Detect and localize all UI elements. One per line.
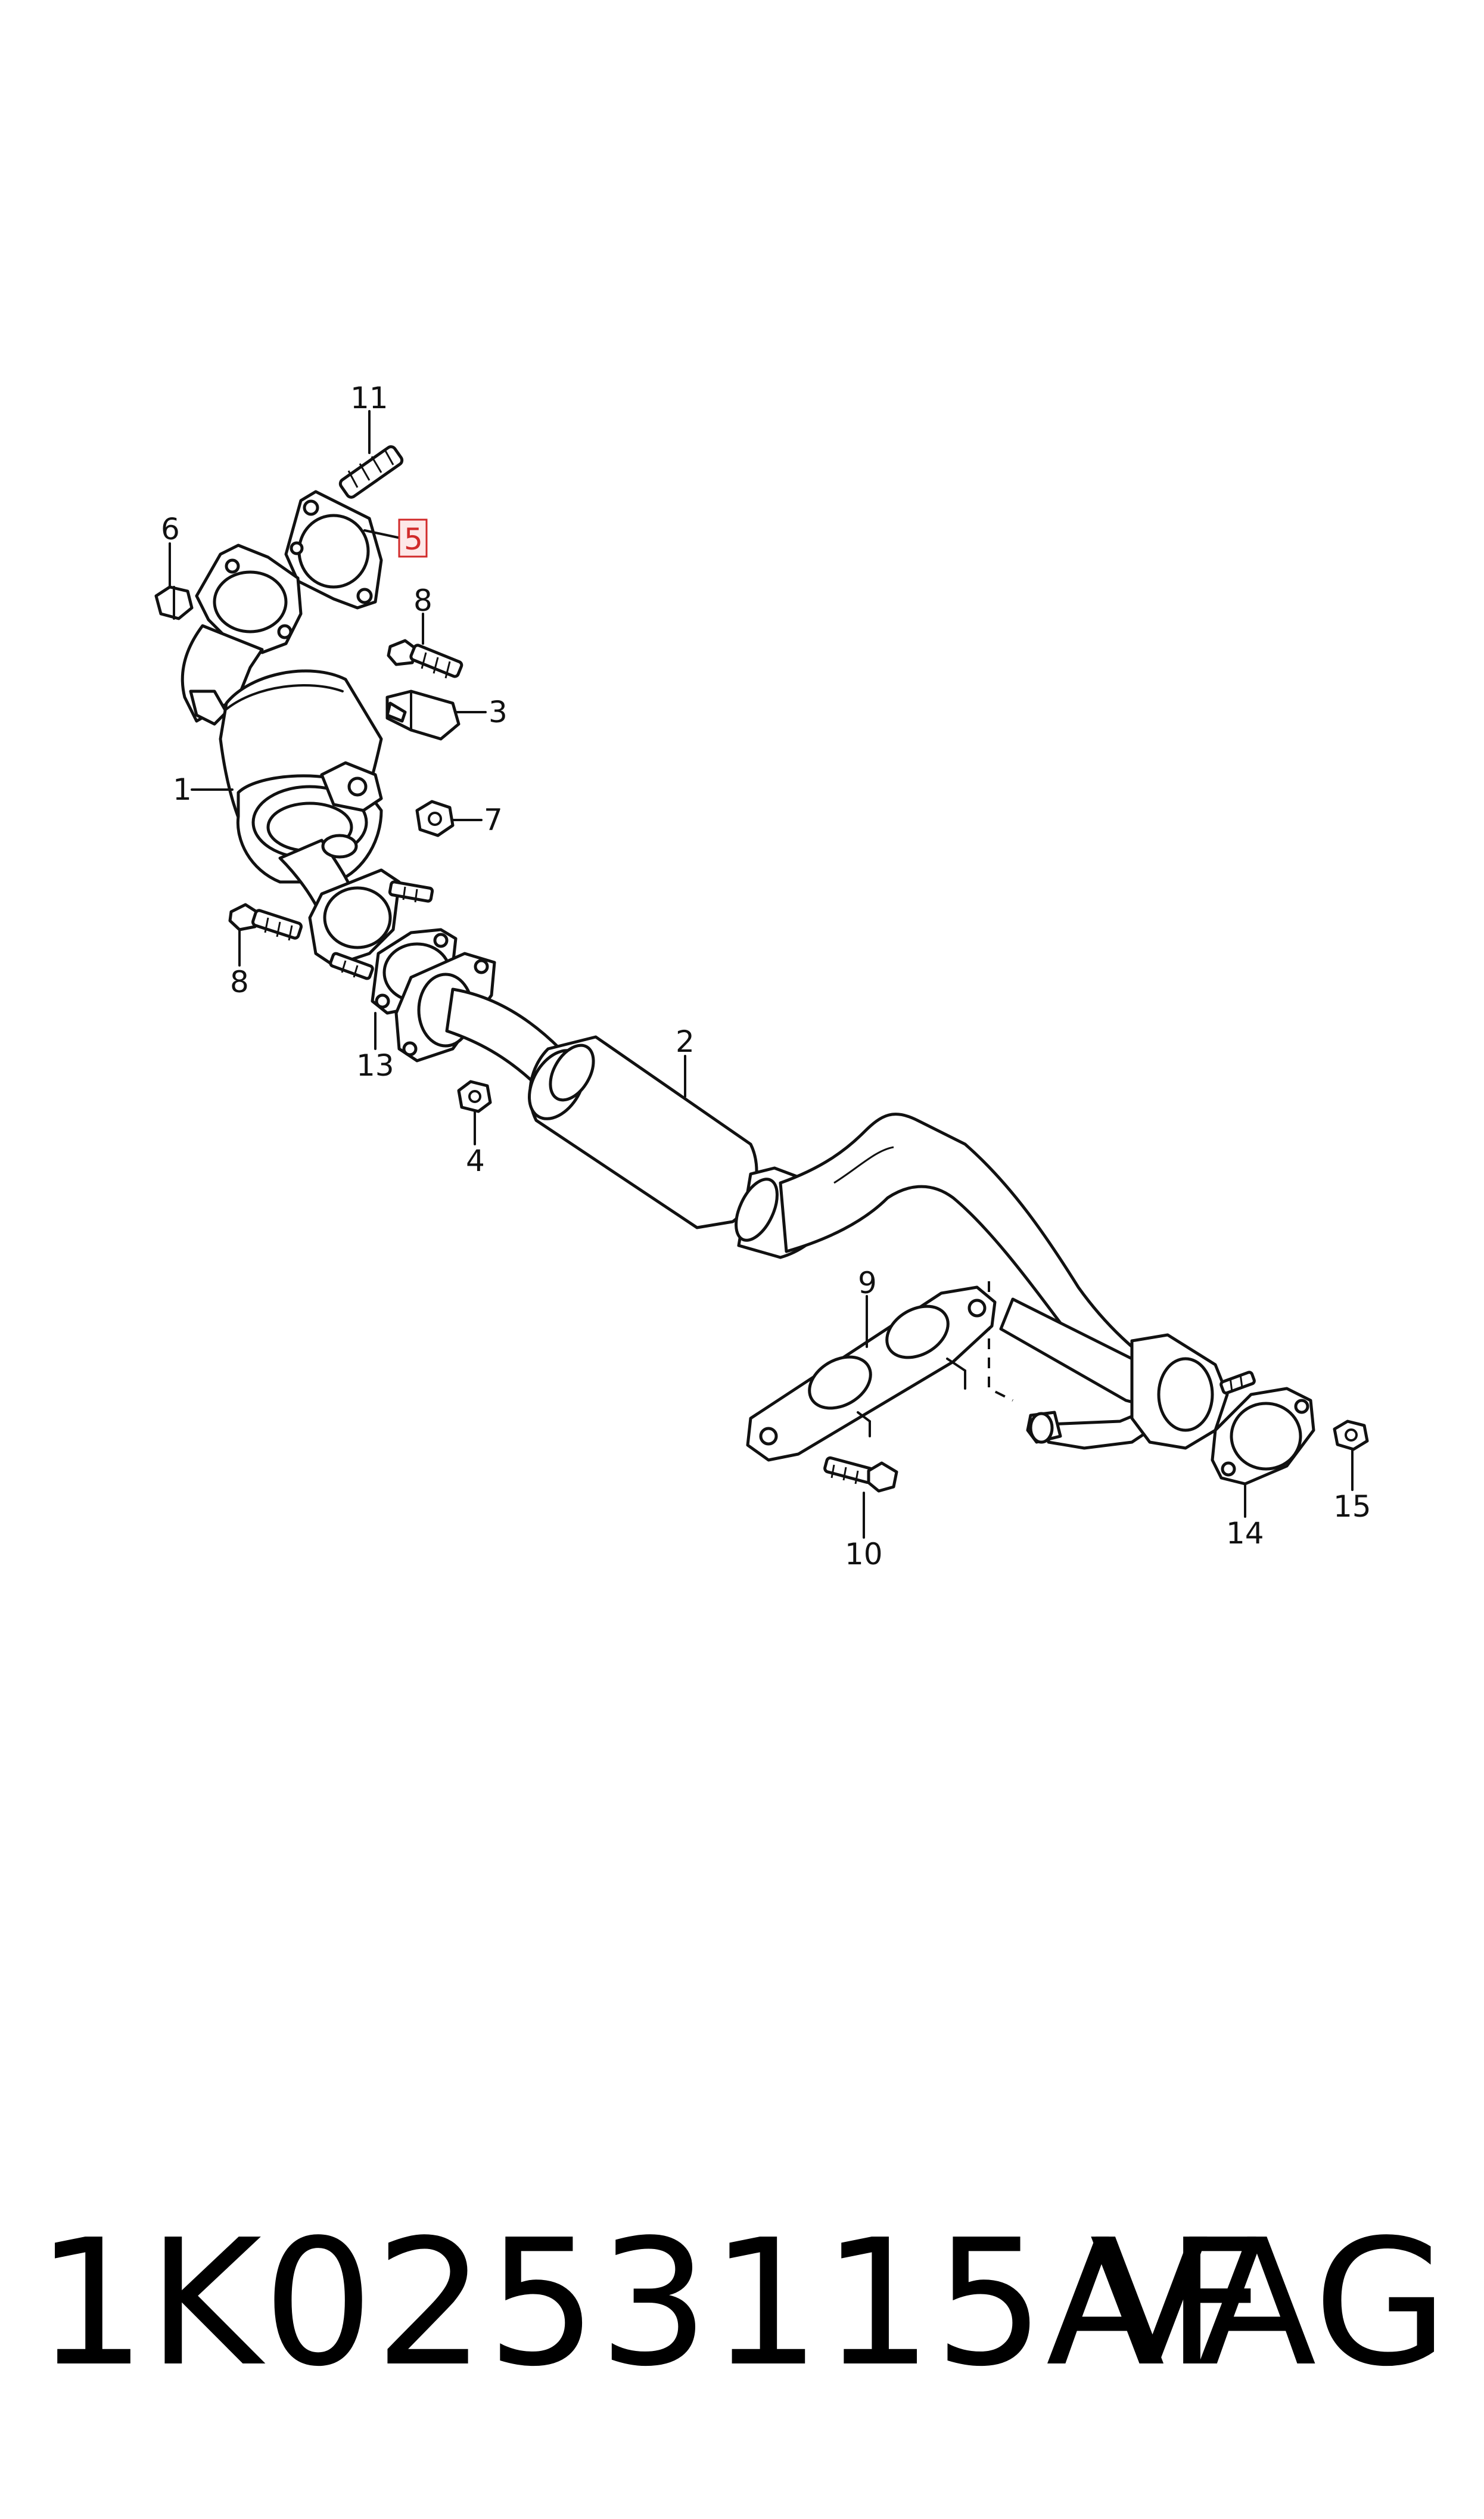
callout-10[interactable]: 10 xyxy=(845,1537,883,1571)
callout-6[interactable]: 6 xyxy=(161,512,180,546)
leader-lines xyxy=(169,410,1354,1539)
bolt-part-8-upper xyxy=(387,639,463,679)
callout-5[interactable]: 5 xyxy=(404,522,423,557)
gasket-part-14 xyxy=(1211,1387,1315,1486)
brand-label: VAG xyxy=(1090,2202,1448,2405)
footer-caption: 1K0253115AF VAG xyxy=(0,2205,1484,2402)
nut-part-6 xyxy=(154,585,194,620)
plate-part-9 xyxy=(746,1285,997,1462)
callout-9[interactable]: 9 xyxy=(858,1266,877,1300)
stud-bolt-part-11 xyxy=(338,445,404,499)
exhaust-pipe-part-2 xyxy=(394,952,1256,1450)
catalytic-converter-part-1 xyxy=(181,543,383,931)
callout-2[interactable]: 2 xyxy=(676,1024,695,1059)
callout-8-lower[interactable]: 8 xyxy=(230,965,249,999)
bracket-part-3 xyxy=(385,689,461,741)
callout-13[interactable]: 13 xyxy=(356,1048,394,1083)
callout-15[interactable]: 15 xyxy=(1333,1489,1371,1524)
callout-1[interactable]: 1 xyxy=(173,772,192,807)
nut-part-15 xyxy=(1333,1420,1369,1451)
bolt-part-8-lower xyxy=(228,903,303,941)
callout-8-upper[interactable]: 8 xyxy=(413,583,433,618)
callout-4[interactable]: 4 xyxy=(466,1144,485,1178)
callout-14[interactable]: 14 xyxy=(1226,1516,1264,1551)
callout-3[interactable]: 3 xyxy=(489,695,508,729)
callout-5-highlight xyxy=(398,518,428,558)
nut-part-4 xyxy=(457,1080,492,1113)
part-number: 1K0253115AF xyxy=(36,2202,1268,2405)
nut-part-7 xyxy=(415,800,455,837)
callout-11[interactable]: 11 xyxy=(350,381,388,415)
gasket-part-5 xyxy=(284,490,383,610)
bolt-part-10 xyxy=(823,1456,898,1493)
callout-7[interactable]: 7 xyxy=(484,803,503,837)
callout-labels: 11 6 5 8 3 1 7 8 13 2 4 9 10 14 15 xyxy=(161,381,1371,1571)
